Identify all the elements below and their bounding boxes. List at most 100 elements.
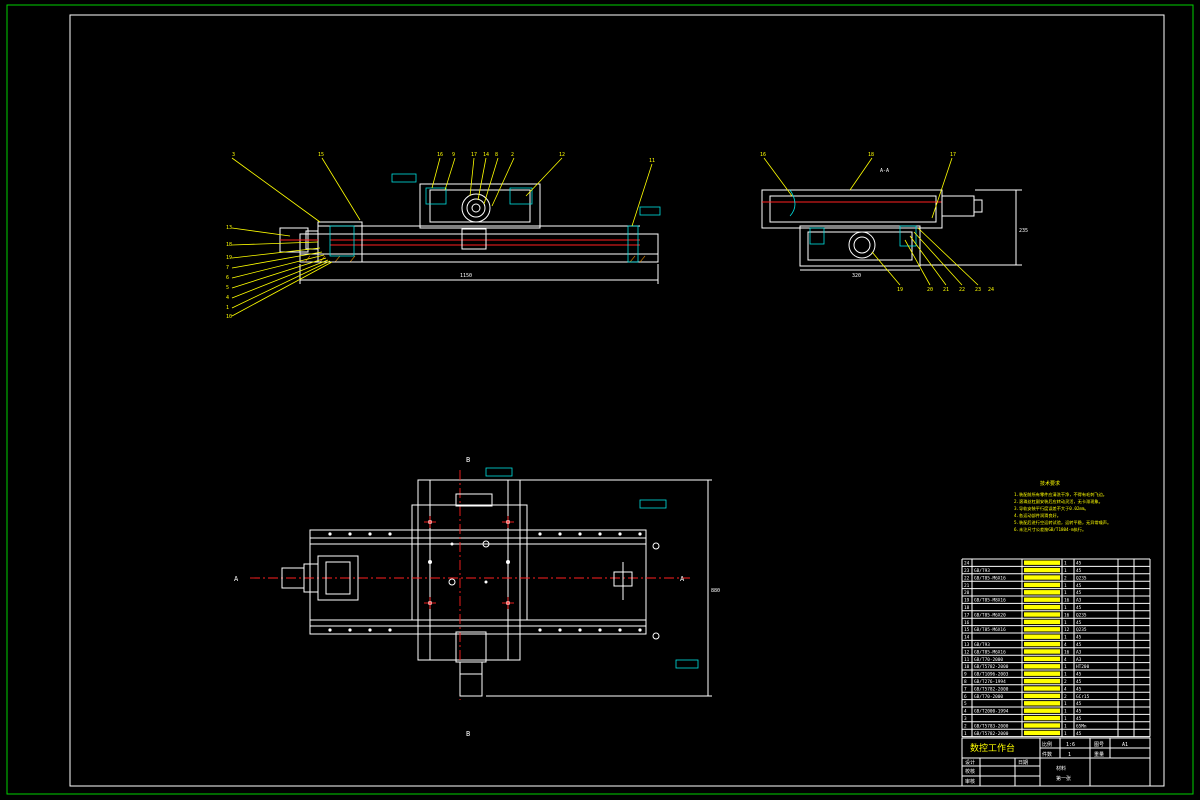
parts-row-qty: 1 — [1064, 561, 1067, 567]
parts-row-name-highlight — [1024, 678, 1060, 684]
side-view: 320 235 A-A 16 18 17 19 20 21 22 23 24 — [760, 152, 1028, 293]
technical-requirements: 技术要求 1.装配前所有零件应清洗干净，不得有毛刺飞边。 2.滚珠丝杠副安装后应… — [1014, 480, 1111, 533]
base-hatching — [304, 255, 646, 263]
front-view: 1150 3 15 16 9 17 — [226, 152, 661, 320]
parts-row-qty: 1 — [1064, 605, 1067, 611]
parts-row-material: 65Mn — [1076, 723, 1087, 729]
callout-side-6: 22 — [959, 287, 965, 293]
parts-row-name-highlight — [1024, 664, 1060, 669]
title-block: 数控工作台 比例 1:6 图号 A1 件数 1 重量 设计 校核 审核 日期 材… — [961, 737, 1151, 787]
callout-side-3: 19 — [897, 287, 903, 293]
parts-row-material: 45 — [1076, 590, 1082, 596]
tech-req-4: 4.各运动部件润滑良好。 — [1014, 512, 1061, 519]
parts-row-material: 45 — [1076, 672, 1082, 678]
parts-row-material: 45 — [1076, 642, 1082, 648]
parts-row-material: A3 — [1076, 649, 1082, 655]
parts-row-number: 11 — [964, 657, 970, 663]
side-callout-leaders — [763, 157, 979, 286]
parts-row-standard: GB/T5782-2000 — [974, 686, 1009, 692]
parts-row-qty: 4 — [1064, 686, 1067, 692]
red-crosses — [424, 516, 514, 609]
parts-row-qty: 1 — [1064, 635, 1067, 641]
parts-row-material: 45 — [1076, 635, 1082, 641]
parts-row-name-highlight — [1024, 671, 1060, 676]
parts-row-number: 6 — [964, 694, 967, 700]
callout-front-11: 18 — [226, 242, 232, 248]
parts-row-name-highlight — [1024, 597, 1060, 602]
parts-row-name-highlight — [1024, 619, 1060, 625]
callout-front-12: 19 — [226, 255, 232, 261]
tech-req-6: 6.未注尺寸公差按GB/T1804-m执行。 — [1014, 526, 1086, 533]
parts-row-number: 4 — [964, 709, 967, 715]
parts-row-name-highlight — [1024, 627, 1060, 632]
callout-side-8: 24 — [988, 287, 994, 293]
parts-row-number: 13 — [964, 642, 970, 648]
parts-row-name-highlight — [1024, 656, 1060, 662]
parts-row-standard: GB/T5783-2000 — [974, 723, 1009, 729]
callout-front-10: 13 — [226, 225, 232, 231]
outer-sheet-border — [6, 4, 1194, 795]
tech-req-1: 1.装配前所有零件应清洗干净，不得有毛刺飞边。 — [1014, 491, 1107, 498]
parts-row-name-highlight — [1024, 612, 1060, 617]
callout-front-2: 16 — [437, 152, 443, 158]
parts-row-name-highlight — [1024, 582, 1060, 588]
parts-row-qty: 1 — [1064, 568, 1067, 574]
callout-side-1: 18 — [868, 152, 874, 158]
parts-row-qty: 1 — [1064, 723, 1067, 729]
parts-row-standard: GB/T85-M6X16 — [974, 575, 1006, 581]
parts-row-qty: 1 — [1064, 672, 1067, 678]
plan-view: A A B B 880 — [234, 456, 720, 738]
parts-row-number: 12 — [964, 649, 970, 655]
parts-row-qty: 1 — [1064, 583, 1067, 589]
callout-front-0: 3 — [232, 152, 235, 158]
parts-row-qty: 12 — [1064, 627, 1070, 633]
parts-row-number: 23 — [964, 568, 970, 574]
view-label-b-bottom: B — [466, 730, 470, 738]
parts-row-number: 7 — [964, 686, 967, 692]
parts-row-number: 1 — [964, 731, 967, 737]
qty-value: 1 — [1068, 752, 1071, 758]
inner-drawing-frame — [69, 14, 1165, 787]
parts-row-material: 45 — [1076, 583, 1082, 589]
parts-row-material: Q235 — [1076, 575, 1087, 581]
parts-row-material: 45 — [1076, 568, 1082, 574]
parts-row-standard: GB/T2000-1994 — [974, 709, 1009, 715]
parts-row-qty: 16 — [1064, 612, 1070, 618]
parts-row-name-highlight — [1024, 634, 1060, 639]
callout-front-18: 10 — [226, 314, 232, 320]
parts-row-standard: GB/T1096-2003 — [974, 672, 1009, 678]
parts-row-standard: GB/T85-M6X16 — [974, 627, 1006, 633]
parts-row-number: 18 — [964, 605, 970, 611]
page-label: 第一张 — [1056, 775, 1071, 782]
parts-row-material: 45 — [1076, 679, 1082, 685]
table-holes — [428, 520, 510, 605]
rail-bolts — [328, 532, 642, 632]
callout-front-6: 8 — [495, 152, 498, 158]
parts-row-material: 45 — [1076, 731, 1082, 737]
parts-row-qty: 1 — [1064, 701, 1067, 707]
parts-row-material: Q235 — [1076, 612, 1087, 618]
callout-front-5: 14 — [483, 152, 489, 158]
parts-row-qty: 4 — [1064, 642, 1067, 648]
parts-row-number: 24 — [964, 561, 970, 567]
front-callout-leaders — [231, 157, 653, 317]
parts-row-qty: 2 — [1064, 575, 1067, 581]
callout-side-2: 17 — [950, 152, 956, 158]
parts-row-number: 10 — [964, 664, 970, 670]
parts-row-name-highlight — [1024, 715, 1060, 721]
parts-row-number: 3 — [964, 716, 967, 722]
parts-row-standard: GB/T276-1994 — [974, 679, 1006, 685]
parts-row-number: 17 — [964, 612, 970, 618]
parts-row-name-highlight — [1024, 730, 1060, 736]
callout-side-5: 21 — [943, 287, 949, 293]
view-label-a-left: A — [234, 575, 239, 583]
side-height-dimension: 235 — [1019, 228, 1028, 234]
callout-front-3: 9 — [452, 152, 455, 158]
sheet-value: A1 — [1122, 742, 1128, 748]
callout-front-13: 7 — [226, 265, 229, 271]
parts-row-number: 19 — [964, 598, 970, 604]
parts-row-qty: 1 — [1064, 731, 1067, 737]
date-label: 日期 — [1018, 760, 1028, 766]
sheet-label: 图号 — [1094, 742, 1104, 748]
